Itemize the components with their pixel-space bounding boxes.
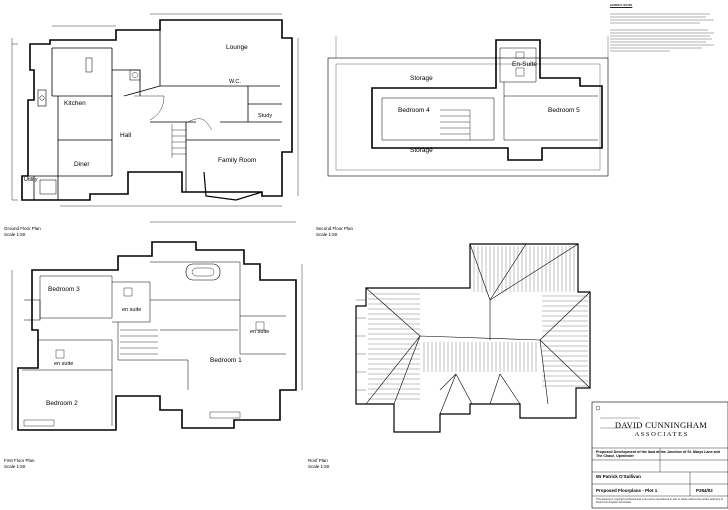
room-label-hall: Hall (120, 132, 132, 139)
room-label-bedroom-2: Bedroom 2 (46, 400, 78, 407)
company-name: DAVID CUNNINGHAM (614, 420, 708, 430)
general-notes-text-lines (610, 13, 714, 52)
room-label-utility: Utility (24, 177, 38, 183)
room-label-family-room: Family Room (218, 157, 257, 164)
project-description: Proposed Development of the land at the … (596, 450, 721, 459)
plan-scale-second: Scale 1:50 (316, 231, 338, 237)
company-subtitle: A S S O C I A T E S (634, 431, 688, 438)
first-floor-walls (11, 221, 303, 431)
room-label-en-suite-b: en suite (250, 329, 270, 335)
roof-tile-hatching (368, 246, 588, 400)
room-label-storage-top: Storage (410, 75, 433, 82)
plan-title-ground: Ground Floor Plan Scale 1:50 (4, 226, 41, 237)
ground-floor-walls (11, 13, 299, 207)
second-floor-walls (327, 36, 609, 177)
plan-title-first: First Floor Plan Scale 1:50 (4, 458, 35, 469)
plan-title-first-text: First Floor Plan (4, 458, 35, 463)
plan-title-roof-text: Roof Plan (308, 458, 328, 463)
client-name: Mr Patrick O'Sullivan (596, 474, 641, 479)
copyright-footer: This drawing is copyright protected and … (596, 498, 723, 505)
plan-scale-ground: Scale 1:50 (4, 231, 26, 237)
room-label-bedroom-3: Bedroom 3 (48, 286, 80, 293)
title-block-frame (591, 401, 728, 509)
room-label-en-suite-a: en suite (122, 307, 142, 313)
room-label-en-suite: En-Suite (512, 61, 537, 68)
room-label-bedroom-1: Bedroom 1 (210, 357, 242, 364)
room-label-study: Study (258, 113, 273, 119)
room-label-en-suite-c: en suite (54, 361, 74, 367)
room-label-lounge: Lounge (226, 44, 248, 51)
plan-scale-roof: Scale 1:50 (308, 463, 330, 469)
room-label-bedroom-4: Bedroom 4 (398, 107, 430, 114)
plan-title-roof: Roof Plan Scale 1:50 (308, 458, 329, 469)
plan-scale-first: Scale 1:50 (4, 463, 26, 469)
room-label-kitchen: Kitchen (64, 100, 86, 107)
roof-plan-lines (355, 243, 591, 433)
room-label-storage-bottom: Storage (410, 147, 433, 154)
plan-title-second: Second Floor Plan Scale 1:50 (316, 226, 353, 237)
plan-title-second-text: Second Floor Plan (316, 226, 354, 231)
room-label-wc: W.C. (229, 79, 241, 85)
drawing-title: Proposed Floorplans - Plot 1 (596, 488, 658, 493)
room-label-bedroom-5: Bedroom 5 (548, 107, 580, 114)
room-label-diner: Diner (74, 161, 90, 168)
plan-title-ground-text: Ground Floor Plan (4, 226, 41, 231)
general-notes-heading: GENERAL NOTES (610, 4, 633, 7)
drawing-number: P284/02 (696, 488, 713, 493)
